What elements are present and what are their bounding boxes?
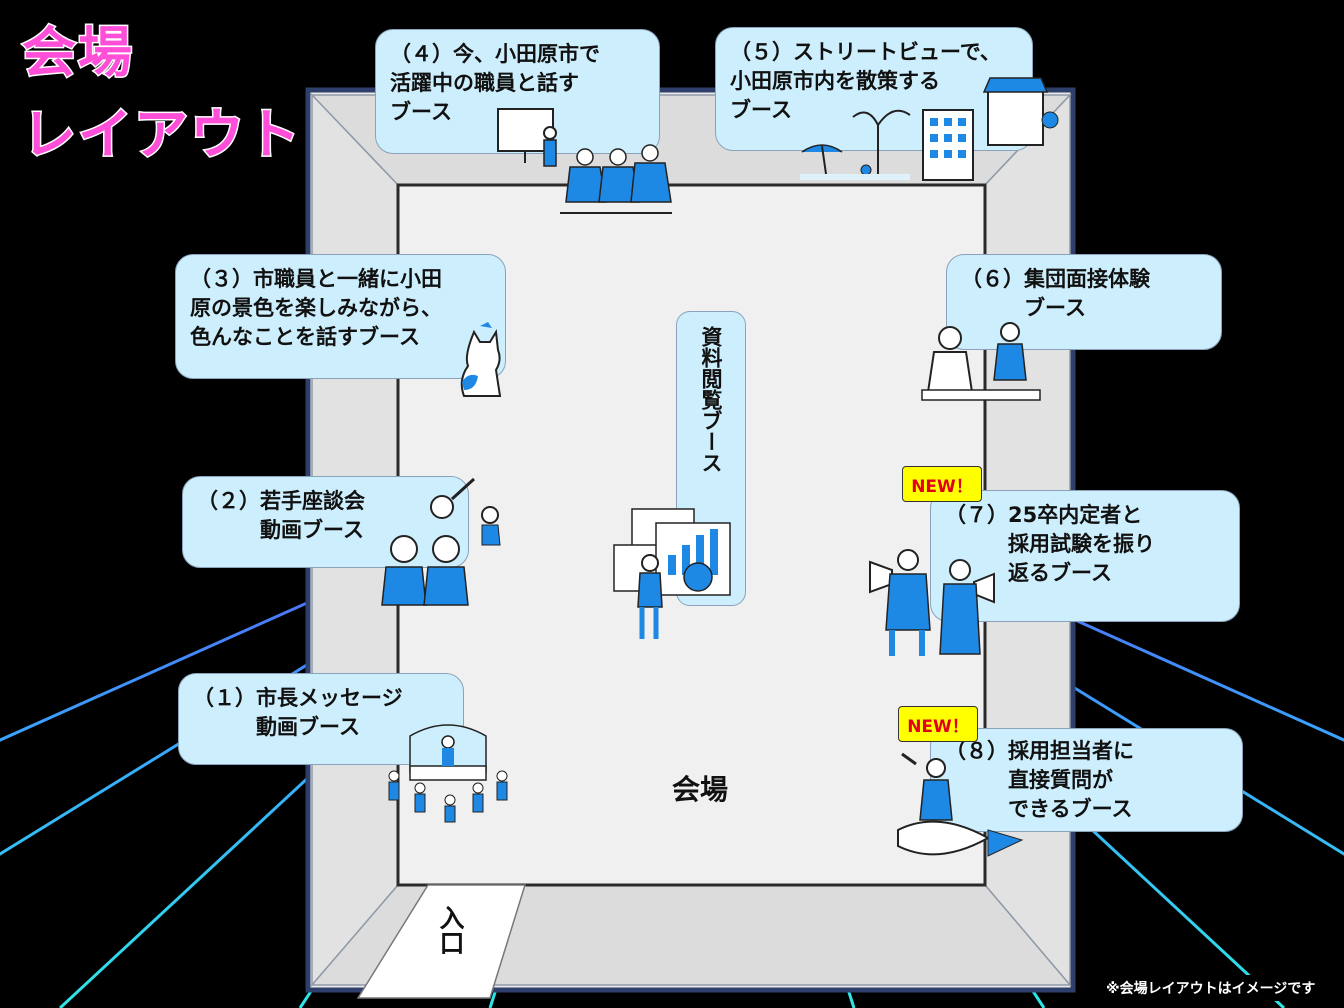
booth-4-line-1: （４）今、小田原市で bbox=[390, 42, 600, 66]
booth-2: （２）若手座談会 動画ブース bbox=[182, 476, 469, 568]
booth-3-line-3: 色んなことを話すブース bbox=[190, 325, 420, 349]
stage-icon bbox=[388, 724, 508, 823]
booth-5-line-2: 小田原市内を散策する bbox=[730, 69, 940, 93]
booth-7: （７）25卒内定者と 採用試験を振り 返るブース bbox=[930, 490, 1240, 622]
cat-icon bbox=[460, 322, 502, 397]
new-tag-booth-7: NEW！ bbox=[902, 466, 982, 502]
page-title-line2: レイアウト bbox=[21, 103, 302, 166]
booth-3-line-2: 原の景色を楽しみながら、 bbox=[190, 296, 442, 320]
booth-2-line-2: 動画ブース bbox=[197, 518, 364, 542]
booth-7-line-2: 採用試験を振り bbox=[945, 532, 1155, 556]
entrance-label: 入口 bbox=[436, 905, 465, 955]
booth-8: （８）採用担当者に 直接質問が できるブース bbox=[930, 728, 1243, 832]
interview-icon bbox=[921, 322, 1041, 401]
highfive-icon bbox=[381, 477, 501, 606]
booth-1-line-1: （１）市長メッセージ bbox=[193, 686, 403, 710]
booth-1-line-2: 動画ブース bbox=[193, 715, 360, 739]
booth-6-line-1: （６）集団面接体験 bbox=[961, 267, 1150, 291]
booth-3: （３）市職員と一緒に小田 原の景色を楽しみながら、 色んなことを話すブース bbox=[175, 254, 506, 379]
booth-6-line-2: ブース bbox=[961, 296, 1086, 320]
beach-city-icon bbox=[800, 77, 1059, 181]
booth-6: （６）集団面接体験 ブース bbox=[946, 254, 1222, 350]
venue-label: 会場 bbox=[672, 773, 729, 806]
booth-3-line-1: （３）市職員と一緒に小田 bbox=[190, 267, 442, 291]
booth-8-line-3: できるブース bbox=[945, 797, 1133, 821]
booth-4-line-3: ブース bbox=[390, 100, 452, 124]
booth-4-line-2: 活躍中の職員と話す bbox=[390, 71, 579, 95]
booth-7-line-1: （７）25卒内定者と bbox=[945, 503, 1143, 527]
disclaimer-note: ※会場レイアウトはイメージです bbox=[1100, 975, 1338, 1001]
new-tag-booth-8: NEW！ bbox=[898, 706, 978, 742]
megaphone-icon bbox=[869, 549, 995, 656]
presentation-icon bbox=[497, 108, 672, 214]
booth-8-line-2: 直接質問が bbox=[945, 768, 1113, 792]
center-booth-label: 資料閲覧ブース bbox=[699, 326, 723, 473]
booth-5-line-1: （５）ストリートビューで、 bbox=[730, 40, 1001, 64]
booth-2-line-1: （２）若手座談会 bbox=[197, 489, 365, 513]
rocket-icon bbox=[897, 752, 1024, 857]
entrance-door bbox=[356, 884, 527, 999]
documents-chart-icon bbox=[613, 508, 731, 639]
booth-8-line-1: （８）採用担当者に bbox=[945, 739, 1134, 763]
booth-5-line-3: ブース bbox=[730, 98, 792, 122]
page-title-line1: 会場 bbox=[21, 21, 134, 84]
booth-7-line-3: 返るブース bbox=[945, 561, 1112, 585]
